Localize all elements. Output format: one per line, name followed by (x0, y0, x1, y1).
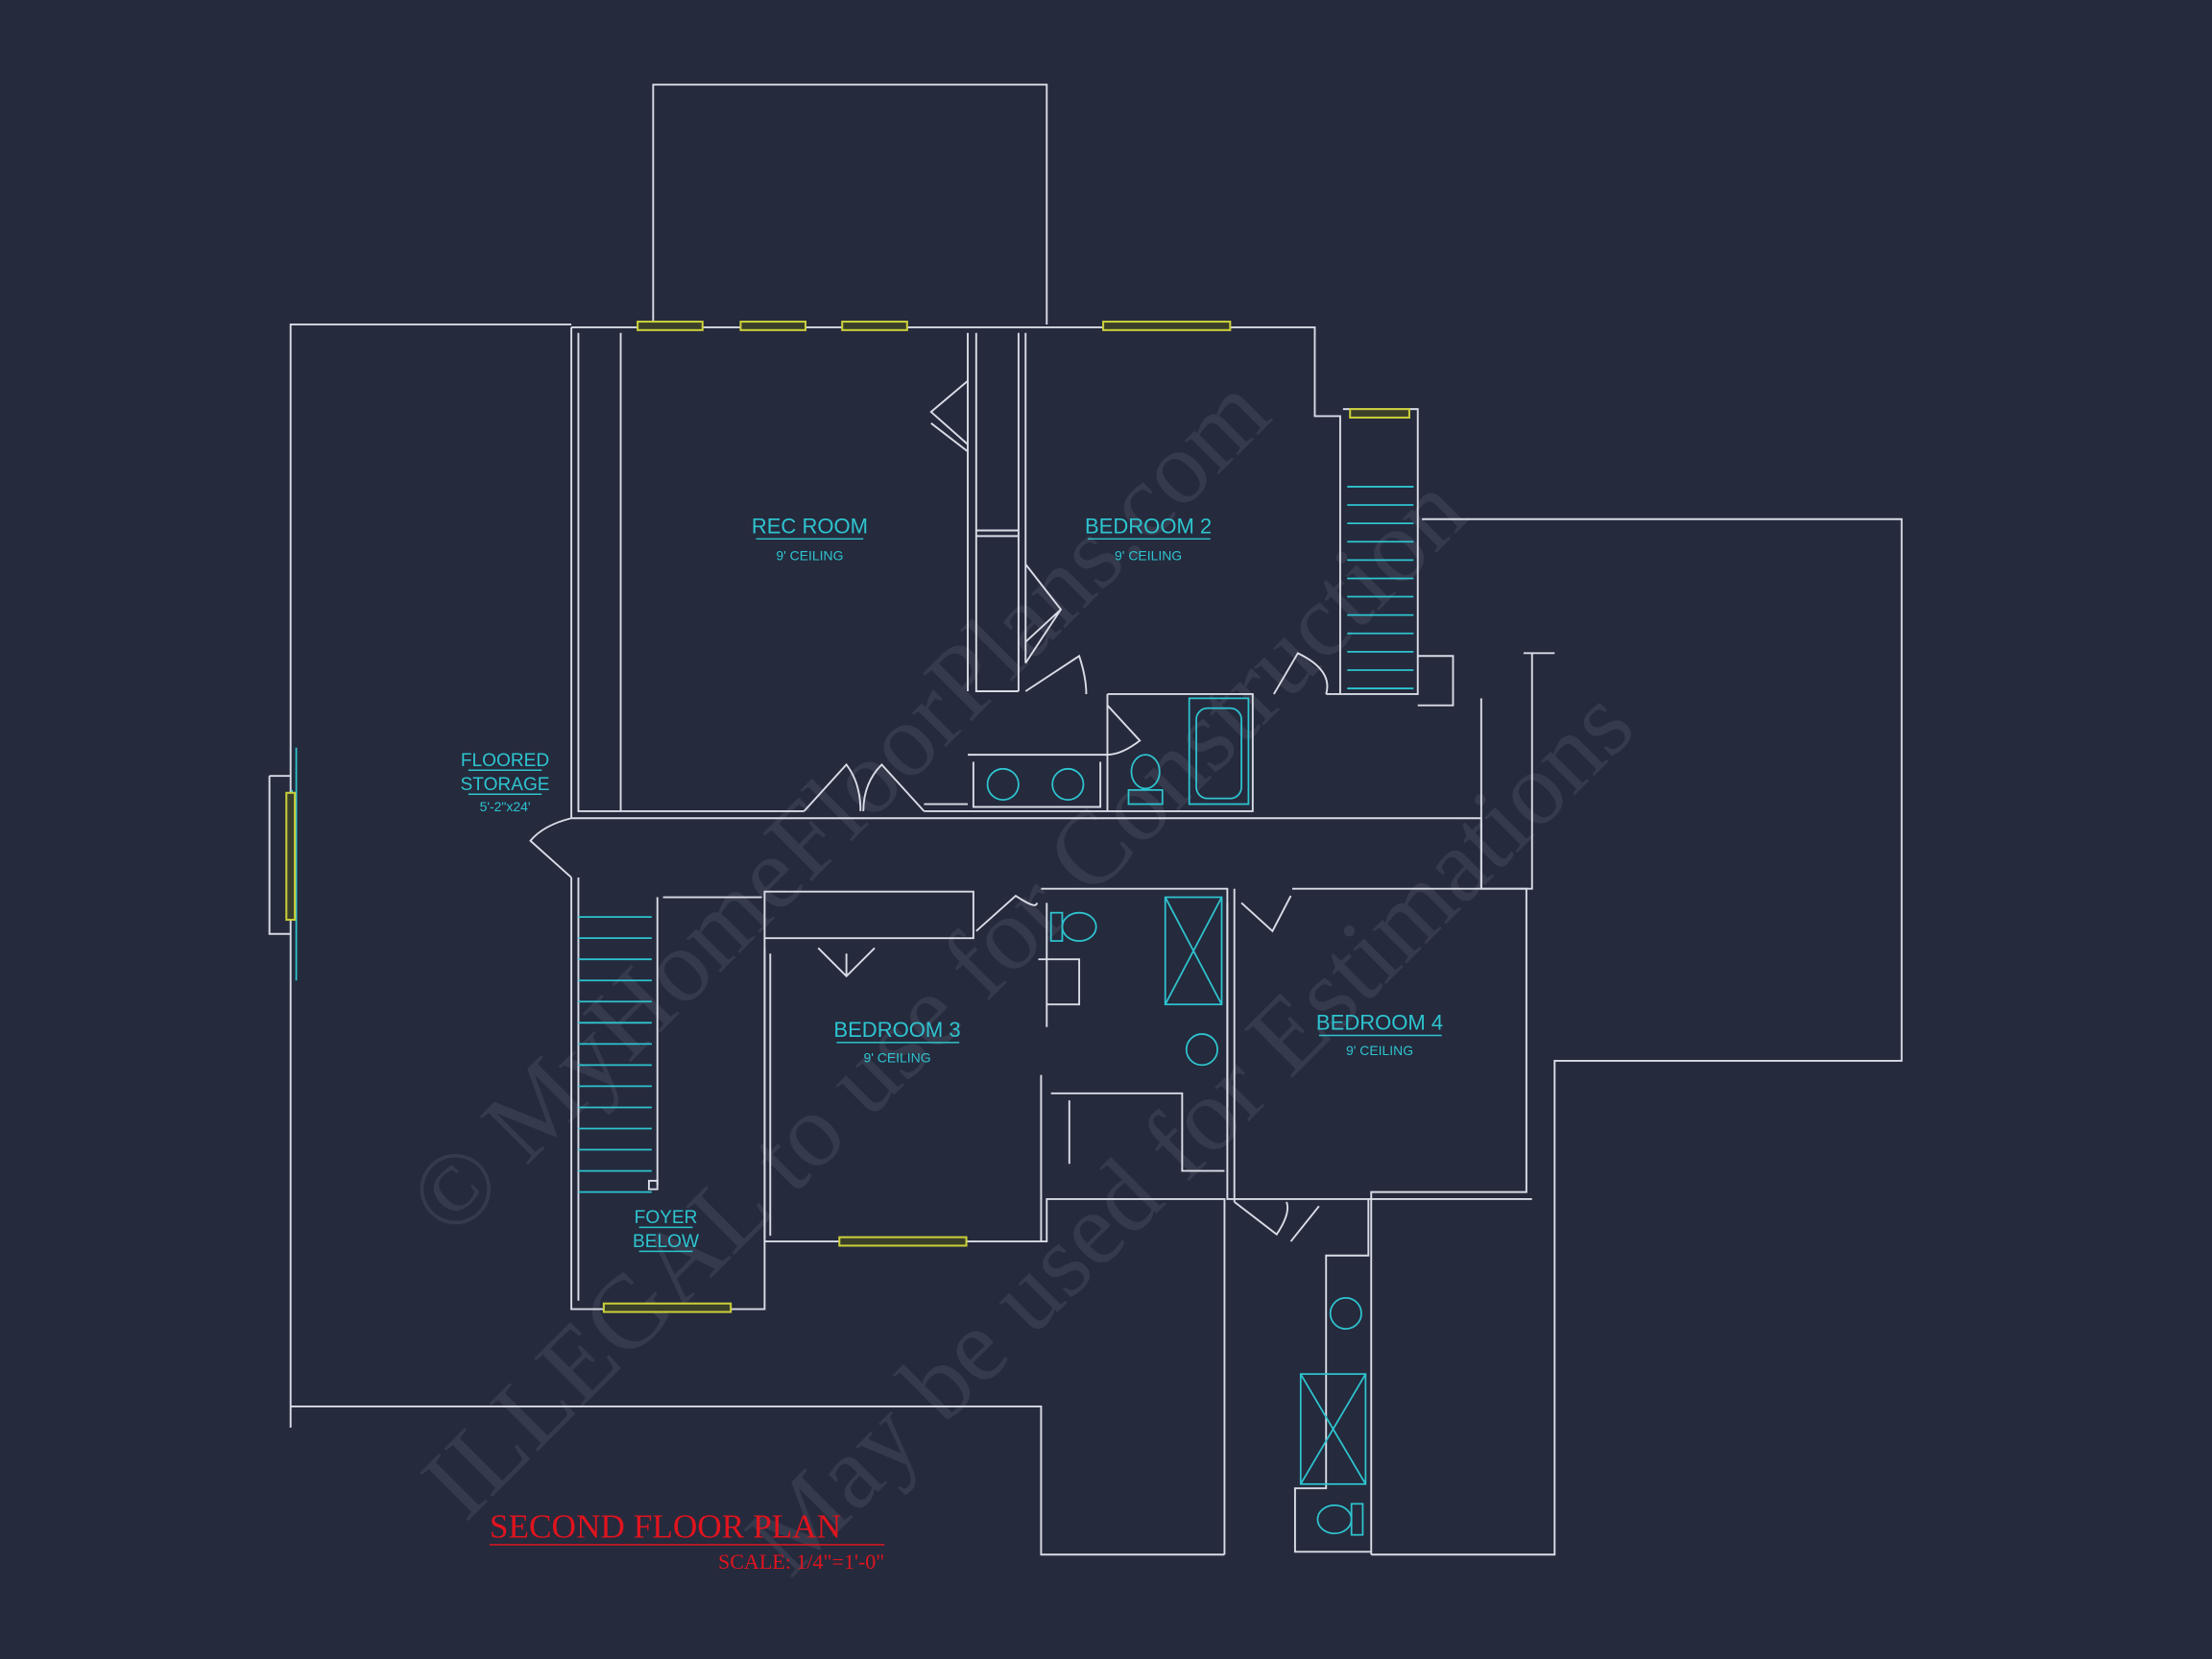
stairs (578, 486, 1414, 1193)
title-block: SECOND FLOOR PLAN SCALE: 1/4"=1'-0" (489, 1508, 884, 1574)
room-name-bedroom-2: BEDROOM 2 (1085, 514, 1212, 538)
plan-scale: SCALE: 1/4"=1'-0" (718, 1550, 884, 1574)
windows (285, 320, 1410, 1313)
storage-label-line-1: FLOORED (461, 751, 549, 771)
room-ceiling-bedroom-4: 9' CEILING (1346, 1043, 1413, 1058)
room-ceiling-rec-room: 9' CEILING (776, 547, 843, 563)
room-ceiling-bedroom-2: 9' CEILING (1115, 547, 1182, 563)
foyer-label-line-1: FOYER (635, 1208, 698, 1228)
plan-title: SECOND FLOOR PLAN (490, 1508, 841, 1546)
room-labels: REC ROOM 9' CEILING BEDROOM 2 9' CEILING… (461, 514, 1443, 1253)
room-name-bedroom-4: BEDROOM 4 (1316, 1011, 1443, 1035)
storage-label-line-2: STORAGE (461, 775, 550, 795)
room-name-bedroom-3: BEDROOM 3 (833, 1018, 960, 1042)
door-swings (529, 380, 1329, 1242)
room-name-rec-room: REC ROOM (752, 514, 868, 538)
outline-walls (268, 84, 1903, 1556)
watermark: © MyHomeFloorPlans.com ILLEGAL to use fo… (386, 352, 1655, 1596)
storage-size: 5'-2"x24' (480, 799, 531, 814)
foyer-label-line-2: BELOW (633, 1232, 699, 1252)
interior-walls (570, 325, 1532, 1555)
room-ceiling-bedroom-3: 9' CEILING (863, 1049, 930, 1065)
